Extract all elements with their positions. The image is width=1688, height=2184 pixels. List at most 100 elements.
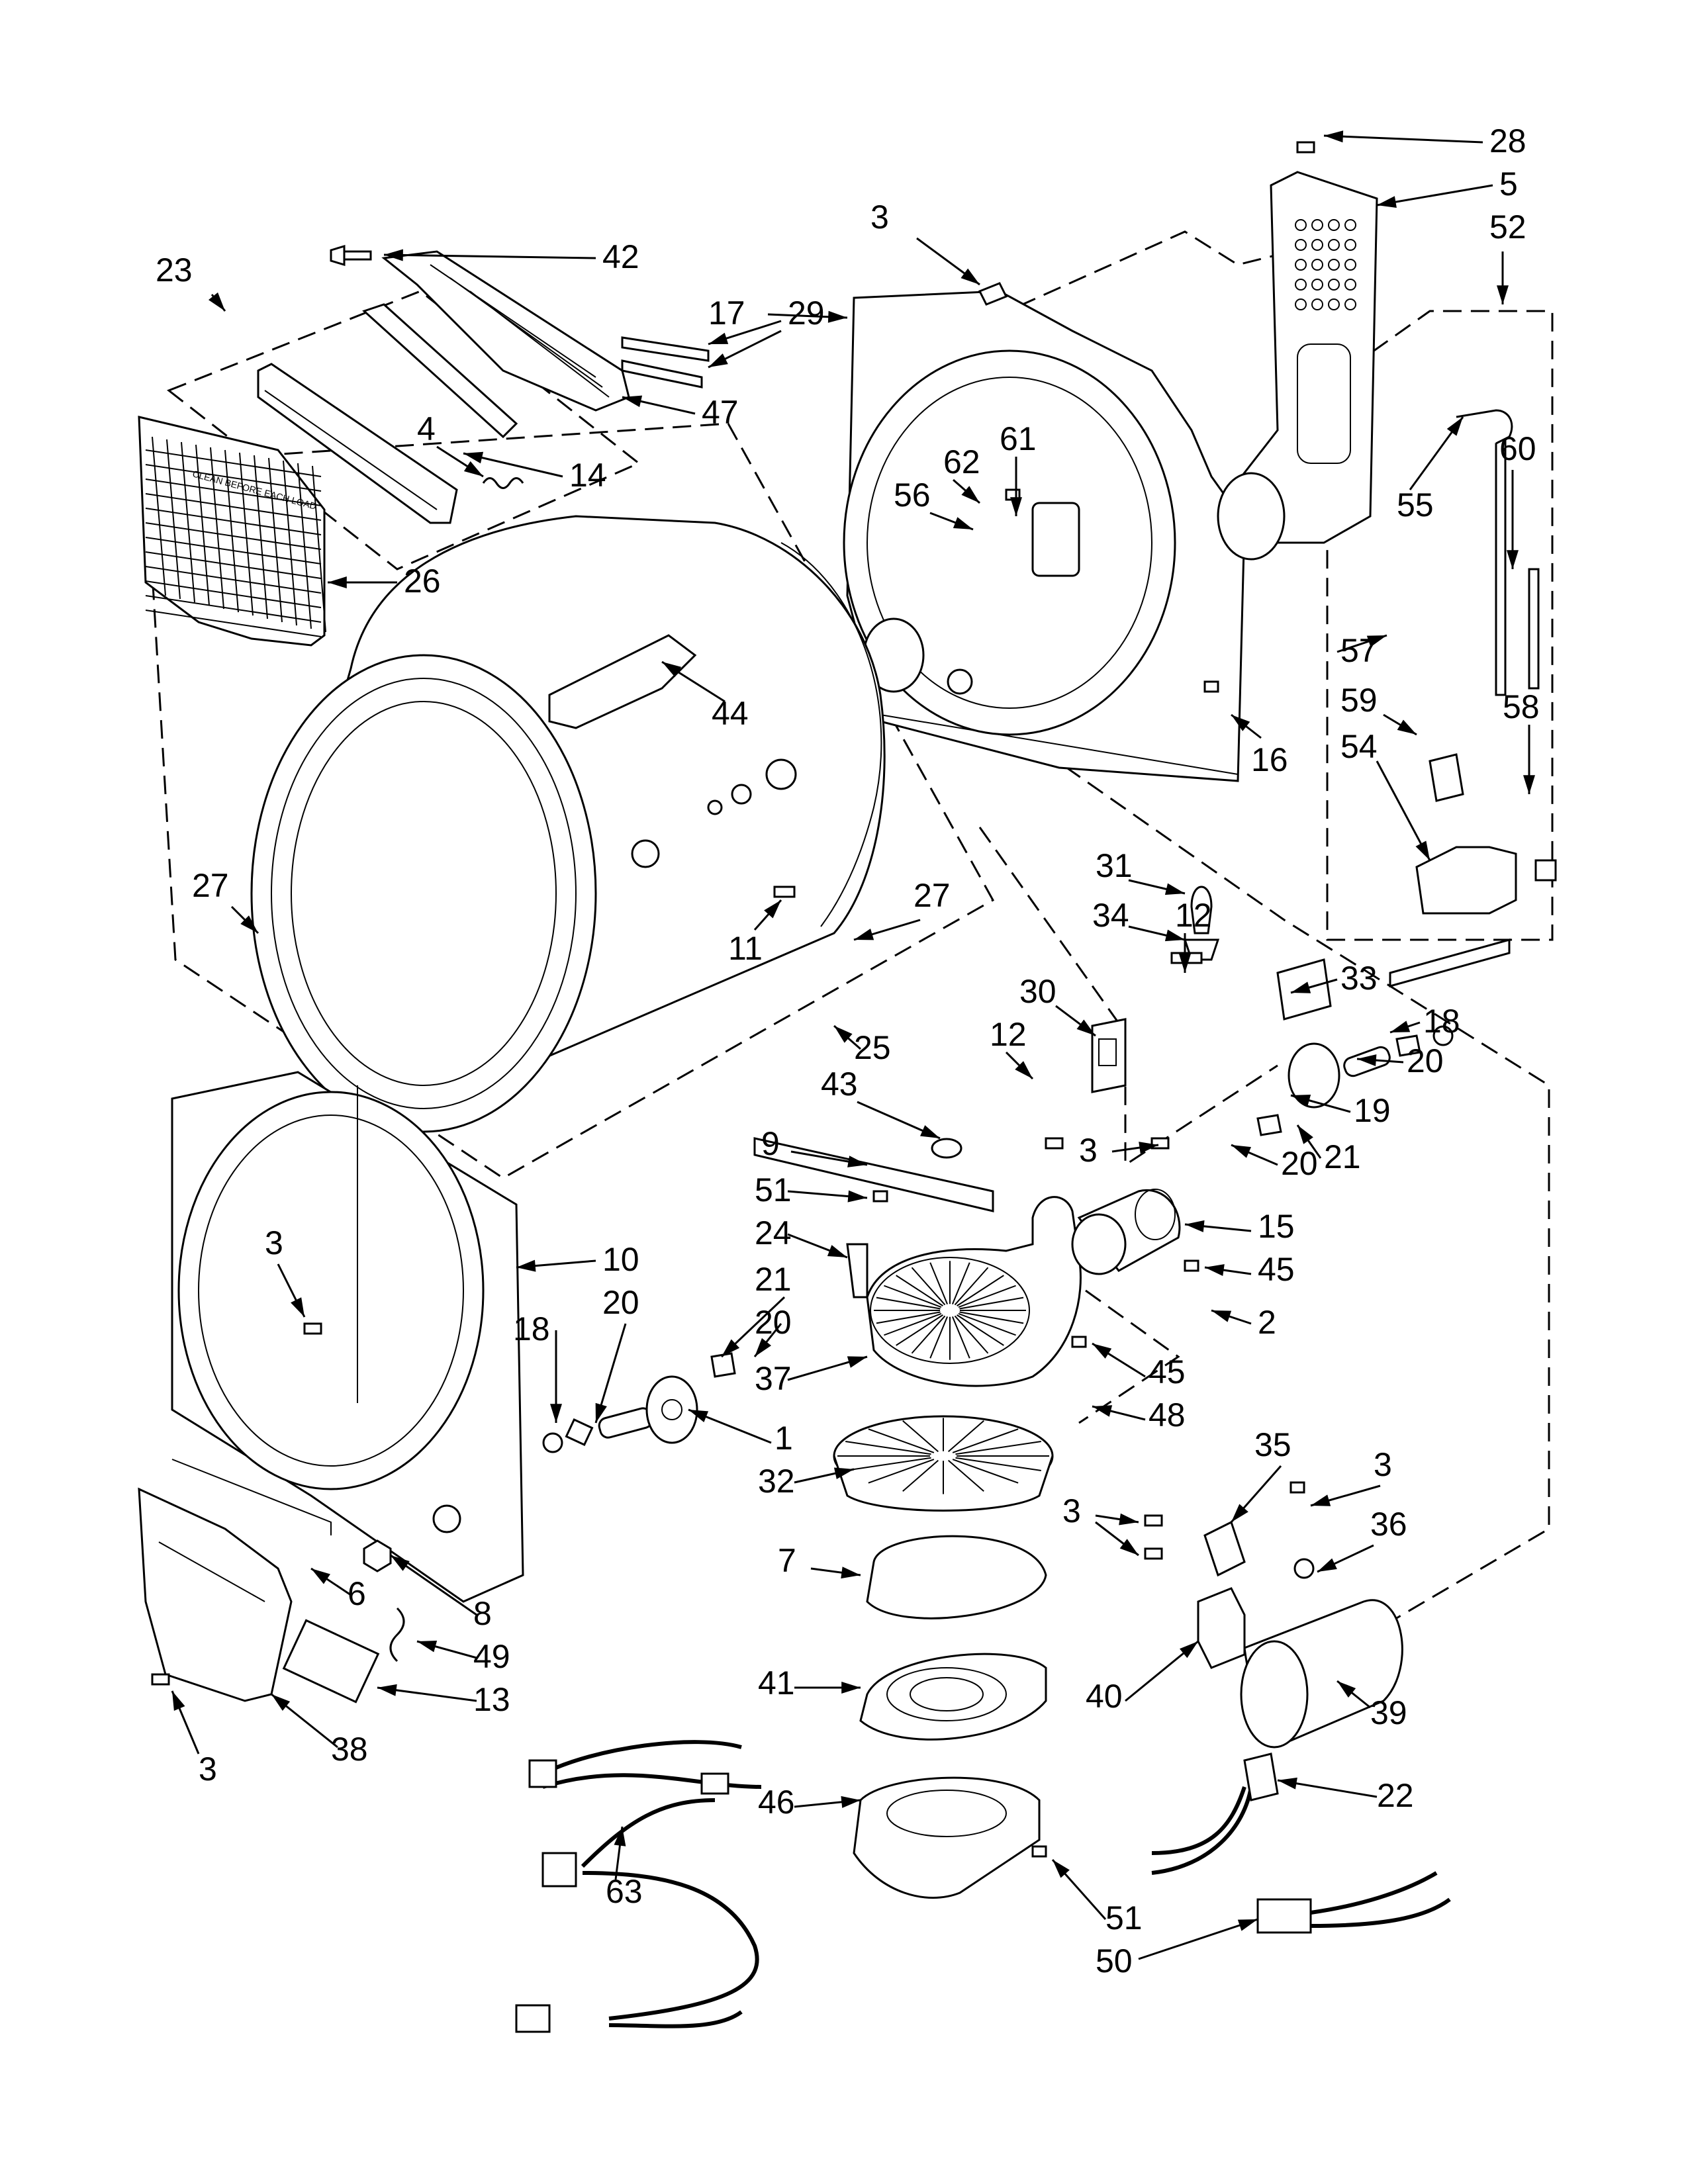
idler-assembly xyxy=(542,1352,736,1453)
callout-22: 22 xyxy=(1377,1777,1414,1814)
leader-arrowhead xyxy=(1180,1641,1198,1659)
leader-arrowhead xyxy=(688,1410,709,1423)
leader-arrowhead xyxy=(961,268,980,285)
mesh-line xyxy=(210,447,224,610)
callout-54: 54 xyxy=(1340,728,1378,765)
callout-36: 36 xyxy=(1370,1506,1407,1543)
mesh-line xyxy=(145,478,322,506)
callout-63: 63 xyxy=(606,1873,643,1910)
leader-arrowhead xyxy=(920,1125,940,1138)
blower-seal xyxy=(866,1535,1047,1619)
callout-12: 12 xyxy=(1175,897,1212,934)
leader-arrowhead xyxy=(614,1827,626,1846)
callout-27b: 27 xyxy=(914,877,951,914)
lint-filter-group-box xyxy=(167,290,641,570)
leader-arrowhead xyxy=(172,1691,185,1711)
mesh-line xyxy=(268,457,283,623)
burner-tube xyxy=(1071,1189,1181,1275)
vane xyxy=(911,1267,946,1306)
callout-61: 61 xyxy=(1000,420,1037,457)
leader-arrowhead xyxy=(1010,497,1022,516)
mesh-line xyxy=(145,449,322,477)
callout-20d: 20 xyxy=(755,1304,792,1341)
leader-arrowhead xyxy=(463,451,484,464)
mesh-line xyxy=(195,444,210,606)
sensor-assembly xyxy=(1256,1025,1454,1136)
leader-arrowhead xyxy=(1211,1310,1232,1322)
lint-filter-guide xyxy=(257,363,458,524)
leader-arrowhead xyxy=(1076,1019,1096,1036)
vane xyxy=(884,1312,942,1336)
callout-9: 9 xyxy=(761,1125,780,1162)
callout-17: 17 xyxy=(708,295,745,332)
callout-45b: 45 xyxy=(1149,1353,1186,1390)
callout-11: 11 xyxy=(728,930,763,967)
callout-39: 39 xyxy=(1370,1694,1407,1731)
vane xyxy=(845,1457,931,1472)
lint-duct-holes xyxy=(1295,219,1356,310)
leader-arrowhead xyxy=(1092,1405,1113,1417)
callout-32: 32 xyxy=(758,1463,795,1500)
leader-arrowhead xyxy=(847,1190,867,1203)
gas-valve-group-box xyxy=(1326,310,1554,941)
callout-40: 40 xyxy=(1086,1678,1123,1715)
callout-3c: 3 xyxy=(265,1224,283,1261)
leader-arrowhead xyxy=(1119,1539,1139,1555)
mesh-line xyxy=(145,566,322,594)
housing-group-line xyxy=(992,230,1318,319)
mesh-line xyxy=(145,595,322,623)
callout-14: 14 xyxy=(569,457,606,494)
leader-arrowhead xyxy=(1139,1142,1158,1154)
lint-screen-housing xyxy=(381,250,630,412)
gas-valve xyxy=(1389,753,1557,987)
leader-arrowhead xyxy=(827,310,847,323)
vane xyxy=(958,1285,1016,1308)
callout-3e: 3 xyxy=(1062,1492,1081,1529)
callout-21b: 21 xyxy=(755,1261,792,1298)
callout-24: 24 xyxy=(755,1214,792,1251)
callout-1: 1 xyxy=(774,1420,793,1457)
leader-arrowhead xyxy=(550,1404,562,1423)
callout-46: 46 xyxy=(758,1784,795,1821)
callout-59: 59 xyxy=(1340,682,1378,719)
leader-arrowhead xyxy=(1415,841,1430,860)
callout-48: 48 xyxy=(1149,1396,1186,1433)
motor xyxy=(1240,1599,1403,1749)
callout-3: 3 xyxy=(870,199,889,236)
vane xyxy=(876,1297,941,1310)
callout-47: 47 xyxy=(702,394,739,431)
door-switch xyxy=(1091,1018,1127,1093)
vane xyxy=(911,1315,946,1354)
leader-arrowhead xyxy=(827,1245,847,1257)
callout-20: 20 xyxy=(1407,1042,1444,1079)
leader-arrowhead xyxy=(953,517,973,529)
vane xyxy=(929,1262,949,1304)
leader-arrowhead xyxy=(755,1338,772,1357)
leader-arrowhead xyxy=(764,900,781,919)
leader-line xyxy=(1323,134,1483,144)
callout-16: 16 xyxy=(1251,741,1288,778)
mesh-line xyxy=(312,465,326,633)
leader-arrowhead xyxy=(1231,1145,1252,1158)
leader-arrowhead xyxy=(847,1356,867,1368)
leader-arrowhead xyxy=(1366,635,1387,647)
leader-arrowhead xyxy=(271,1694,291,1711)
rear-bulkhead xyxy=(843,290,1246,782)
callout-34: 34 xyxy=(1092,897,1129,934)
leader-arrowhead xyxy=(1179,954,1191,973)
vane xyxy=(957,1314,1004,1346)
mesh-line xyxy=(166,439,181,600)
callout-3b: 3 xyxy=(1079,1132,1098,1169)
leader-arrowhead xyxy=(622,395,643,408)
leader-arrowhead xyxy=(1205,1264,1225,1276)
callout-51b: 51 xyxy=(1105,1899,1143,1936)
air-duct xyxy=(853,1776,1041,1899)
callout-19: 19 xyxy=(1354,1092,1391,1129)
leader-arrowhead xyxy=(1278,1777,1297,1790)
leader-arrowhead xyxy=(1015,1061,1033,1079)
leader-line xyxy=(1138,1918,1258,1960)
callout-8: 8 xyxy=(473,1595,492,1632)
leader-arrowhead xyxy=(662,662,682,677)
callout-45: 45 xyxy=(1258,1251,1295,1288)
